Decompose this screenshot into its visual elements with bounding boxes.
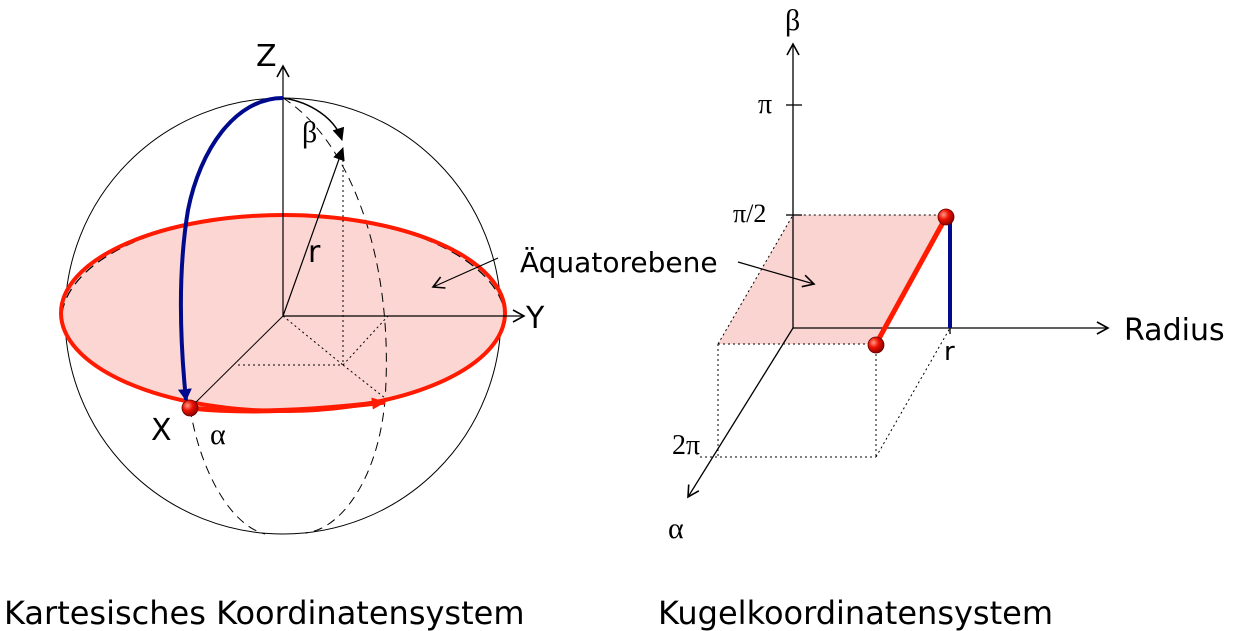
x-axis	[187, 315, 284, 411]
caption-cartesian: Kartesisches Koordinatensystem	[4, 594, 525, 631]
label-alpha-axis: α	[668, 512, 684, 545]
plane-label-pointer	[431, 257, 499, 289]
label-pi: π	[758, 89, 772, 120]
label-beta-axis: β	[785, 4, 800, 37]
label-y: Y	[525, 301, 545, 336]
label-r-tick: r	[944, 337, 955, 367]
point-top	[937, 208, 955, 226]
label-two-pi: 2π	[672, 430, 700, 461]
label-radius-axis: Radius	[1124, 313, 1225, 348]
plane-label-pointer-right	[737, 261, 816, 288]
spherical-diagram: β Radius α π π/2 2π r Kugelkoordinatensy…	[658, 4, 1225, 631]
dashed-meridian	[282, 97, 387, 534]
projection-to-y	[342, 315, 389, 366]
label-equator-plane: Äquatorebene	[520, 246, 718, 279]
label-r-left: r	[308, 235, 321, 270]
label-beta-left: β	[302, 116, 317, 149]
radius-vector	[282, 147, 345, 317]
point-bottom	[867, 336, 885, 354]
alpha-segment	[873, 215, 949, 346]
label-z: Z	[256, 39, 277, 74]
label-pi-half: π/2	[733, 199, 766, 228]
caption-spherical: Kugelkoordinatensystem	[658, 594, 1053, 631]
box-diag	[875, 327, 951, 458]
label-alpha-left: α	[210, 418, 226, 451]
blue-meridian-arc	[177, 96, 284, 401]
point-marker	[181, 399, 199, 417]
projection-diag	[342, 364, 386, 399]
equator-plane-projection	[718, 215, 950, 344]
label-x: X	[151, 413, 172, 448]
cartesian-diagram: Z Y X β r α Äquatorebene Kartesisches Ko…	[4, 39, 718, 631]
alpha-axis	[687, 327, 794, 499]
alpha-arc	[189, 397, 386, 414]
beta-arc	[282, 97, 345, 141]
dashed-meridian-back	[189, 407, 266, 535]
